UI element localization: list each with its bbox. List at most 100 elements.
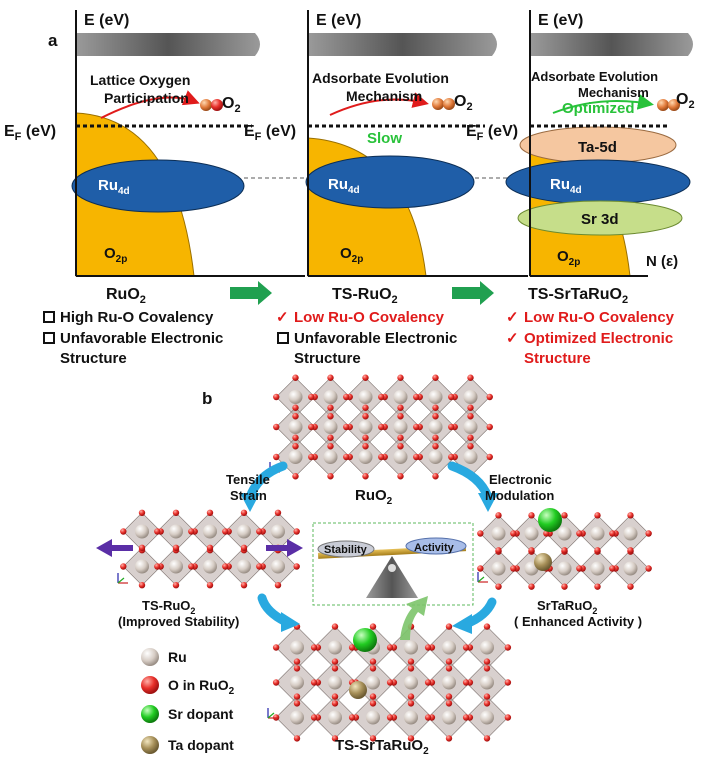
o-atom-icon — [141, 676, 159, 694]
mechanism-1-line2: Participation — [104, 90, 189, 106]
axis-y-label-3: E (eV) — [538, 12, 583, 29]
o-atom — [273, 453, 280, 461]
o2-label-3: O2 — [676, 91, 695, 111]
ru-atom — [328, 640, 342, 655]
note-1-3: Structure — [60, 350, 127, 367]
o-atom — [510, 565, 517, 572]
ru-atom — [288, 420, 303, 434]
dos-panel-ruo2 — [71, 10, 531, 277]
o-atom — [206, 544, 214, 551]
ru-atom — [290, 710, 304, 725]
bottom-structure-label: TS-SrTaRuO2 — [335, 737, 429, 757]
electronic-label-1: Electronic — [489, 472, 552, 487]
ru-atom — [328, 675, 342, 690]
optimized-label: Optimized — [562, 100, 635, 117]
o-atom — [495, 512, 502, 519]
o-atom — [343, 393, 350, 401]
legend-ru: Ru — [168, 649, 187, 665]
o-atom — [310, 644, 318, 651]
legend-o: O in RuO2 — [168, 677, 235, 697]
ru-atom — [557, 561, 572, 576]
right-structure-label: SrTaRuO2 — [537, 598, 597, 616]
o-atom — [528, 547, 535, 554]
o-atom — [378, 423, 385, 431]
o-atom — [222, 563, 229, 570]
o-atom — [594, 547, 601, 554]
o2-label-1: O2 — [222, 95, 241, 115]
o-atom — [486, 393, 493, 401]
o-atom — [424, 644, 432, 651]
o-atom — [407, 693, 415, 700]
o-atom — [120, 563, 127, 570]
sr-dopant-atom — [353, 628, 377, 652]
ru-atom — [480, 640, 494, 655]
o-atom — [407, 658, 415, 665]
o-atom — [310, 714, 318, 721]
arrow-heads — [240, 493, 498, 634]
stability-activity-balance: Stability Activity — [312, 522, 474, 606]
ru-atom — [623, 561, 638, 576]
ru4d-band-2 — [305, 155, 475, 209]
o-atom — [483, 735, 491, 742]
o-atom — [397, 443, 404, 450]
o-atom — [413, 393, 420, 401]
o-atom — [645, 530, 652, 537]
ru-atom — [442, 710, 456, 725]
o-atom — [594, 512, 601, 519]
o-atom — [369, 623, 377, 630]
o-atom — [510, 530, 517, 537]
o-atom — [504, 714, 512, 721]
ru-atom — [393, 390, 408, 404]
strain-left-arrow-icon — [96, 539, 133, 557]
o2-molecule-icon — [657, 99, 680, 111]
ru-atom — [428, 390, 443, 404]
note-3-1: Low Ru-O Covalency — [524, 309, 675, 326]
slow-label: Slow — [367, 130, 402, 147]
ru-atom — [169, 524, 183, 539]
o-atom — [627, 512, 634, 519]
checkbox-icon — [43, 332, 55, 344]
o-atom — [397, 413, 404, 420]
o-atom — [432, 404, 439, 411]
ru-atom — [590, 561, 605, 576]
o-atom — [331, 735, 339, 742]
ru-atom — [428, 420, 443, 434]
right-arrow-icon — [452, 281, 494, 305]
ru-atom — [169, 559, 183, 574]
o-atom — [292, 443, 299, 450]
ruo2-structure — [269, 374, 493, 480]
o-atom — [445, 693, 453, 700]
electronic-label-2: Modulation — [485, 488, 554, 503]
o-atom — [292, 434, 299, 441]
o-atom — [308, 453, 315, 461]
o-atom — [327, 374, 334, 381]
mechanism-2-line2: Mechanism — [346, 88, 422, 104]
o-atom — [407, 735, 415, 742]
o-atom — [331, 623, 339, 630]
o-atom — [362, 413, 369, 420]
mechanism-3-line2: Mechanism — [578, 85, 649, 100]
o-atom — [609, 565, 616, 572]
o-atom — [188, 528, 195, 535]
ts-srtaruo2-structure — [267, 623, 512, 742]
o-atom — [627, 583, 634, 590]
check-icon: ✓ — [506, 330, 519, 347]
o-atom — [172, 582, 180, 589]
ru-atom — [271, 524, 285, 539]
o-atom — [348, 644, 356, 651]
o-atom — [483, 700, 491, 707]
ru-atom — [428, 450, 443, 464]
o-atom — [274, 582, 282, 589]
ru-atom-icon — [141, 648, 159, 666]
o-atom — [308, 423, 315, 431]
o-atom — [462, 714, 470, 721]
o-atom — [397, 473, 404, 480]
mechanism-1-line1: Lattice Oxygen — [90, 72, 190, 88]
o-atom — [448, 423, 455, 431]
ru-atom — [480, 710, 494, 725]
ta5d-label: Ta-5d — [578, 139, 617, 156]
legend: Ru O in RuO2 Sr dopant Ta dopant — [141, 648, 235, 754]
o-atom — [397, 434, 404, 441]
crystal-structures — [117, 374, 652, 742]
o-atom — [369, 665, 377, 672]
